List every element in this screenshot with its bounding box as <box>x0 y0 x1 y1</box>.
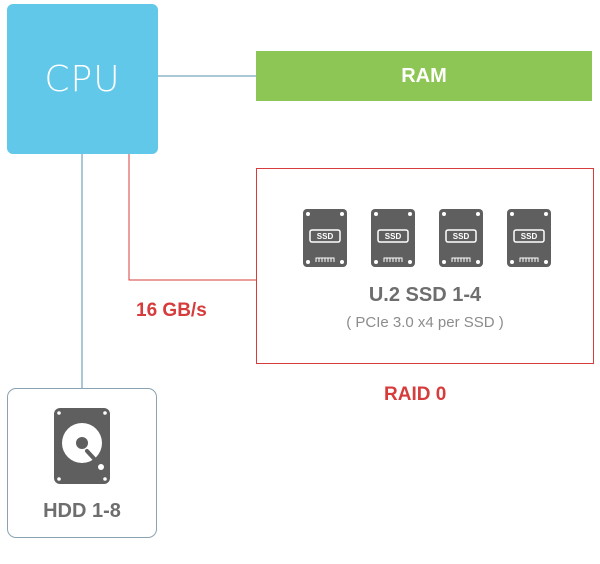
cpu-label: CPU <box>44 58 121 100</box>
hdd-block: HDD 1-8 <box>7 388 157 538</box>
ssd-icon: SSD <box>439 209 483 267</box>
ssd-icon: SSD <box>303 209 347 267</box>
ssd-chip-label: SSD <box>521 232 538 241</box>
ssd-chip-label: SSD <box>453 232 470 241</box>
cpu-block: CPU <box>7 4 158 154</box>
raid-label: RAID 0 <box>384 384 447 405</box>
ram-block: RAM <box>256 51 592 101</box>
ssd-array: SSD SSD SSD SSD <box>256 168 594 364</box>
cpu-ssd-link <box>128 154 256 281</box>
ram-label: RAM <box>401 64 447 87</box>
ssd-array-subtitle: ( PCIe 3.0 x4 per SSD ) <box>346 314 504 331</box>
ssd-icon: SSD <box>507 209 551 267</box>
ssd-chip-label: SSD <box>385 232 402 241</box>
hdd-label: HDD 1-8 <box>43 500 121 522</box>
ssd-icon: SSD <box>371 209 415 267</box>
bandwidth-label: 16 GB/s <box>136 300 207 321</box>
hard-disk-icon <box>54 408 110 484</box>
ssd-chip-label: SSD <box>317 232 334 241</box>
ssd-array-title: U.2 SSD 1-4 <box>368 284 482 306</box>
